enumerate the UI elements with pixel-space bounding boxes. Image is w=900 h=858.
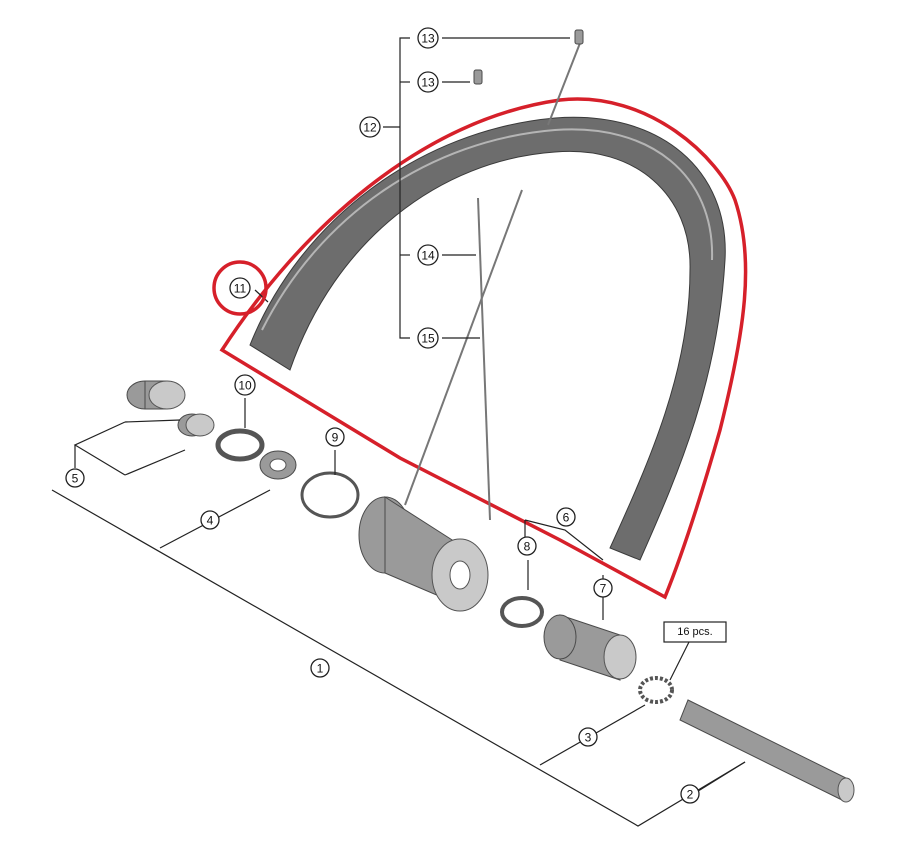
bearing-4 [259, 450, 297, 480]
callout-11-highlight [212, 260, 268, 316]
callout-c2: 2 [680, 784, 700, 804]
callout-c13b: 13 [417, 71, 439, 93]
callout-c12: 12 [359, 116, 381, 138]
leader-lines [51, 37, 746, 827]
snap-ring-9 [300, 471, 360, 519]
spoke-13-upper [547, 37, 583, 126]
callout-number: 9 [332, 431, 339, 445]
callout-circle [200, 510, 220, 530]
callout-circle [65, 468, 85, 488]
callout-number: 3 [585, 731, 592, 745]
quantity-label: 16 pcs. [677, 626, 712, 638]
callout-c7: 7 [593, 578, 613, 598]
hub-cap-inner [177, 413, 215, 437]
callout-number: 6 [563, 511, 570, 525]
callout-circle [229, 277, 251, 299]
nipple-lower [473, 69, 483, 85]
callout-c15: 15 [417, 327, 439, 349]
washer-10 [215, 428, 265, 462]
callout-circle [359, 116, 381, 138]
callout-c10: 10 [234, 374, 256, 396]
callout-number: 2 [687, 788, 694, 802]
callout-c9: 9 [325, 427, 345, 447]
callout-c13a: 13 [417, 27, 439, 49]
callout-number: 5 [72, 472, 79, 486]
callout-number: 13 [421, 32, 435, 46]
callout-number: 15 [421, 332, 435, 346]
callout-circle [593, 578, 613, 598]
callout-circle [556, 507, 576, 527]
callout-c11: 11 [229, 277, 251, 299]
callout-c14: 14 [417, 244, 439, 266]
rim [249, 116, 726, 561]
callout-number: 14 [421, 249, 435, 263]
washer-16pcs [638, 676, 674, 704]
callout-number: 7 [600, 582, 607, 596]
spoke-15 [404, 189, 523, 506]
callout-circle [310, 658, 330, 678]
callout-number: 4 [207, 514, 214, 528]
callout-number: 1 [317, 662, 324, 676]
callout-c5: 5 [65, 468, 85, 488]
callout-circle [517, 536, 537, 556]
axle-2 [679, 699, 855, 803]
callout-circle [417, 71, 439, 93]
callout-c4: 4 [200, 510, 220, 530]
callout-c8: 8 [517, 536, 537, 556]
callout-c1: 1 [310, 658, 330, 678]
callout-circle [234, 374, 256, 396]
callout-number: 13 [421, 76, 435, 90]
callout-number: 8 [524, 540, 531, 554]
freehub-body-7 [543, 614, 637, 681]
callout-circle [417, 27, 439, 49]
callout-circle [578, 727, 598, 747]
nipple-upper [574, 29, 584, 45]
quantity-box: 16 pcs. [663, 621, 727, 643]
hub-cap-left [126, 380, 186, 410]
callout-circle [325, 427, 345, 447]
callout-number: 12 [363, 121, 377, 135]
callout-c6: 6 [556, 507, 576, 527]
callout-circle [680, 784, 700, 804]
callout-circle [417, 327, 439, 349]
callout-number: 11 [234, 282, 247, 296]
callout-circle [417, 244, 439, 266]
spoke-14 [477, 197, 491, 521]
hub-body [358, 496, 489, 612]
callout-c3: 3 [578, 727, 598, 747]
washer-8 [500, 596, 544, 628]
rim-highlight-outline [219, 97, 748, 600]
callout-number: 10 [238, 379, 252, 393]
